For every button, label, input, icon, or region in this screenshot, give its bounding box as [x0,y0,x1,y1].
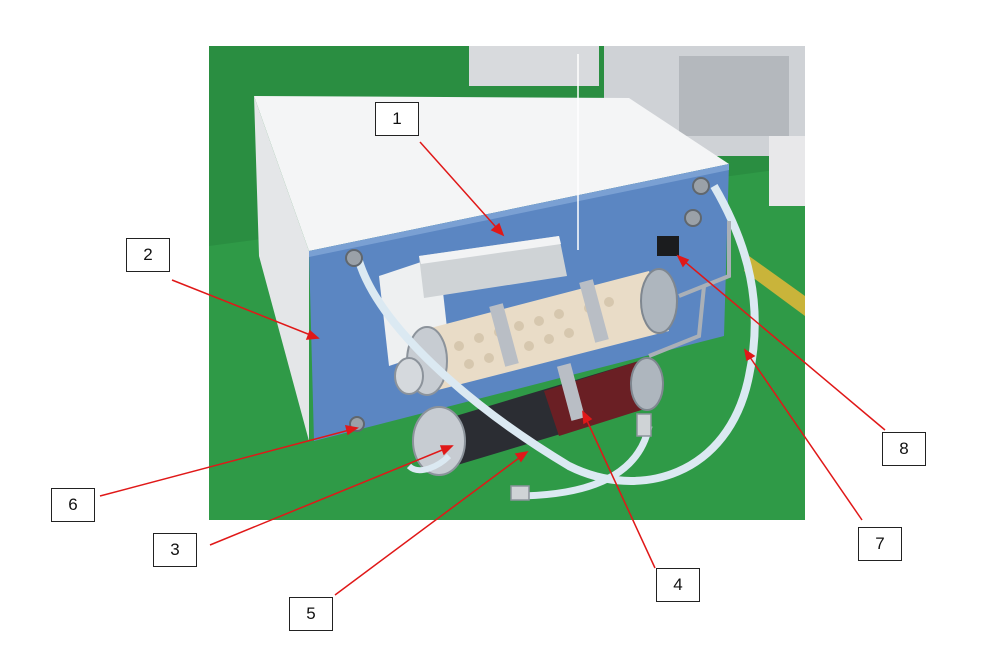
leader-line-7 [744,349,863,521]
callout-1: 1 [375,102,419,136]
pipe-clamp [579,279,609,343]
pipe-clamp [489,303,519,367]
callout-6: 6 [51,488,95,522]
power-switch [657,236,679,256]
leader-line-2 [171,279,319,339]
callout-7: 7 [858,527,902,561]
callout-5: 5 [289,597,333,631]
enclosure-top [254,96,729,251]
leader-line-5 [334,451,528,596]
metal-pipe [678,221,731,298]
enclosure-side [254,96,309,441]
callout-3: 3 [153,533,197,567]
leader-line-1 [419,141,504,236]
callout-4: 4 [656,568,700,602]
device-photo [209,46,805,520]
device-photo-illustration [209,46,805,520]
leader-line-3 [209,445,453,546]
gas-tubing [355,183,759,485]
callout-2: 2 [126,238,170,272]
lower-end-cap [412,406,466,476]
inlet-fitting [345,249,363,267]
tube-connector [510,485,530,501]
leader-line-6 [99,427,358,497]
leader-line-8 [677,255,886,431]
leader-line-4 [582,411,656,569]
callout-8: 8 [882,432,926,466]
